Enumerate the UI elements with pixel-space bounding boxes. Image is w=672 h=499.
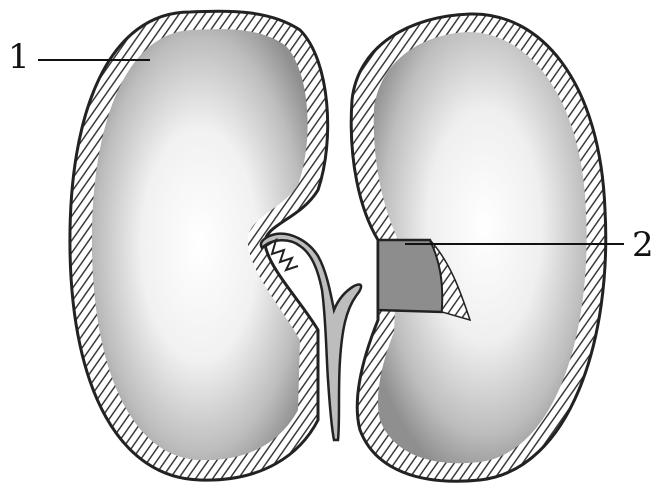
right-kidney [351, 14, 606, 481]
renal-pelvis [378, 240, 443, 312]
left-kidney [70, 11, 361, 480]
label-2: 2 [632, 228, 654, 262]
label-1: 1 [8, 40, 30, 74]
